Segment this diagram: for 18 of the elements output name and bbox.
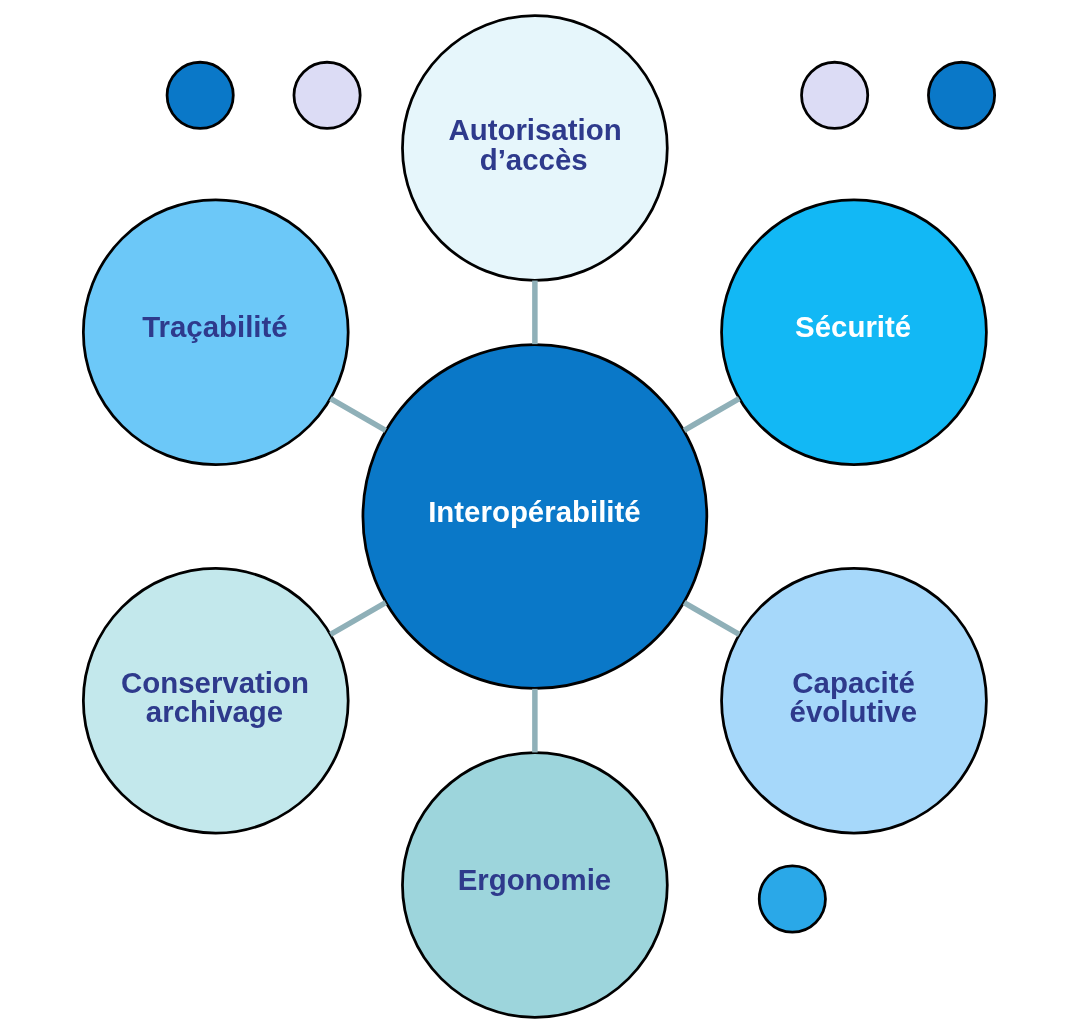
node-circle (292, 60, 362, 130)
node-circle: Capacité évolutive (719, 566, 988, 835)
node-circle: Traçabilité (81, 198, 350, 467)
connector (531, 688, 538, 753)
node-circle: Sécurité (719, 198, 988, 467)
node-circle: Autorisation d’accès (400, 14, 669, 282)
node-circle (799, 60, 869, 130)
connector (682, 600, 741, 637)
node-circle (926, 60, 996, 130)
node-circle: Ergonomie (400, 751, 669, 1019)
node-circle (757, 864, 827, 934)
connector (328, 600, 387, 637)
node-circle (165, 60, 235, 130)
node-circle: Interopérabilité (361, 343, 708, 690)
connector (682, 396, 741, 433)
connector (328, 396, 387, 433)
node-circle: Conservation archivage (81, 566, 350, 835)
connector (531, 280, 538, 345)
